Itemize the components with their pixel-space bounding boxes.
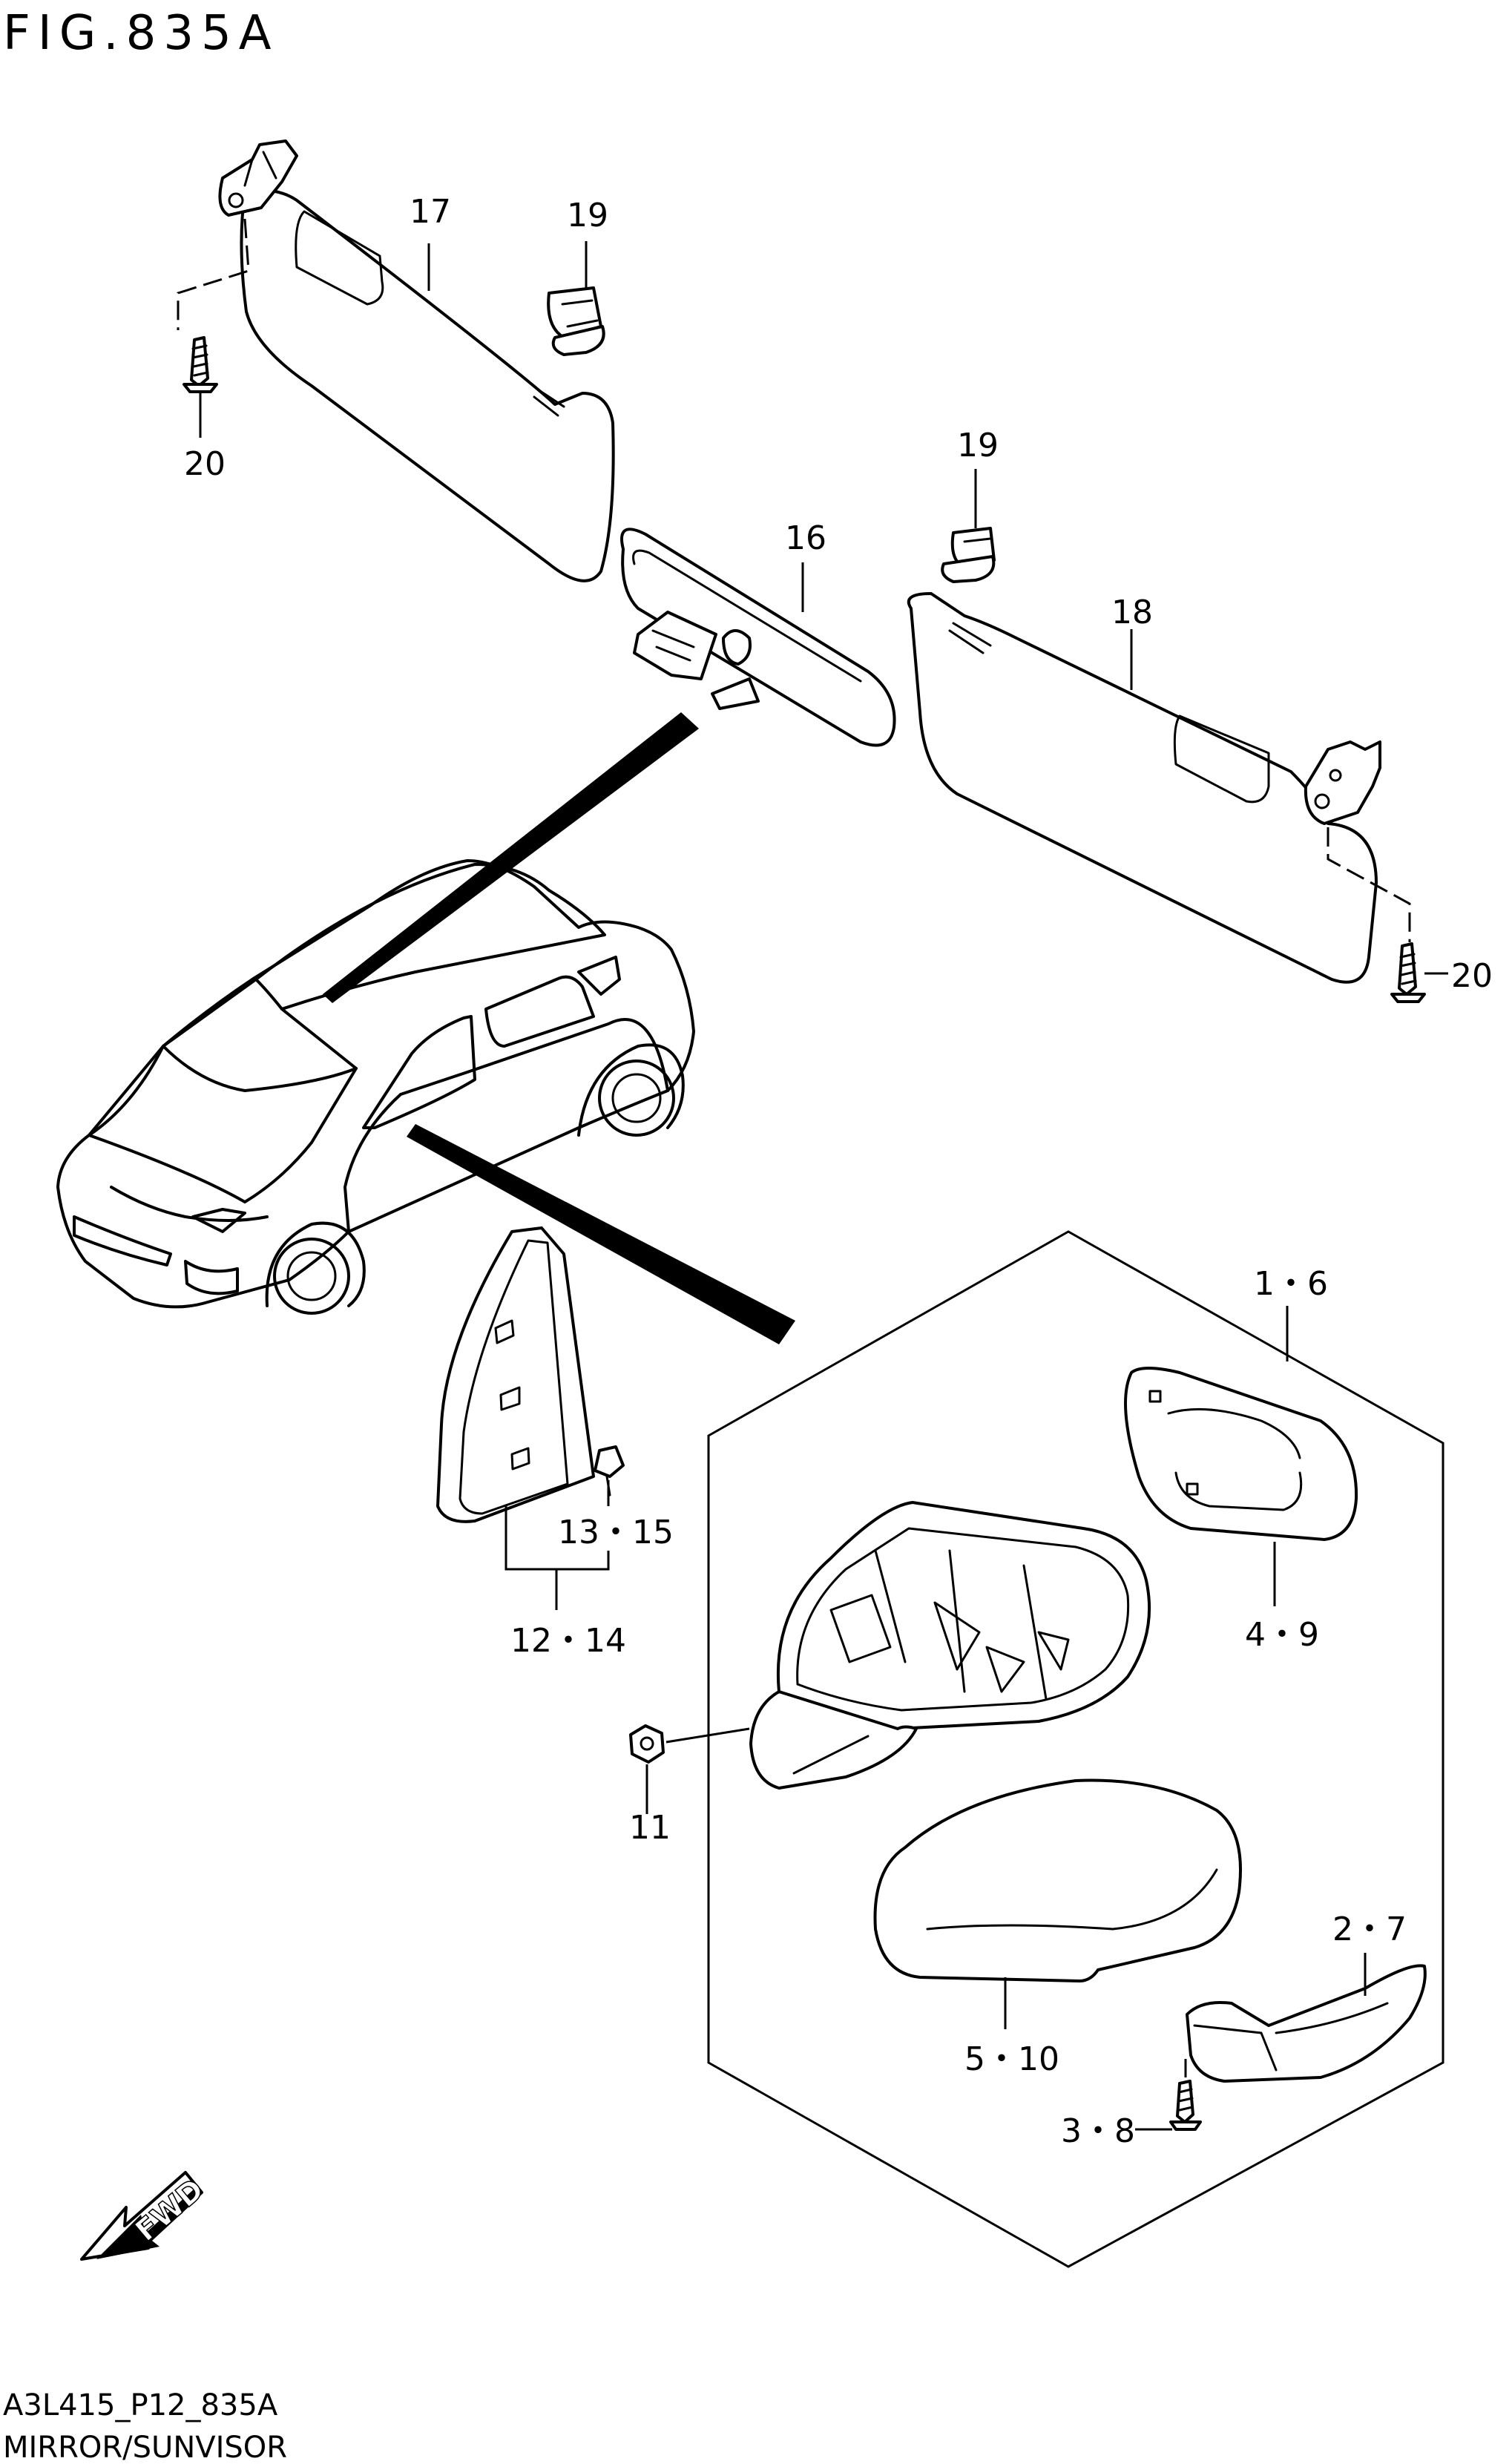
nut-11 (629, 1724, 665, 1764)
holder-clip-19-upper (547, 286, 605, 356)
mirror-housing (749, 1501, 1151, 1790)
figure-title: FIG.835A (3, 6, 279, 61)
screw-20-right (1390, 942, 1426, 1003)
sun-visor-left (218, 139, 615, 582)
holder-clip-19-lower (941, 527, 996, 583)
sun-visor-right (907, 592, 1381, 984)
leader-12-14 (504, 1506, 610, 1610)
pointer-to-rear-mirror (323, 712, 699, 1003)
callout-17: 17 (410, 193, 451, 231)
callout-19-upper: 19 (567, 197, 608, 234)
vehicle-outline (56, 859, 695, 1315)
callout-13-15: 13・15 (558, 1514, 674, 1551)
footer-caption: MIRROR/SUNVISOR (3, 2431, 287, 2464)
mirror-cover (873, 1778, 1242, 1982)
callout-11: 11 (629, 1809, 671, 1847)
turn-signal-lamp (1186, 1964, 1427, 2083)
door-mirror-assembly-frame (707, 1230, 1444, 2268)
mirror-glass (1124, 1367, 1358, 1541)
screw-20-left-guide (177, 218, 250, 330)
callout-3-8: 3・8 (1061, 2112, 1135, 2150)
callout-20-left: 20 (184, 445, 226, 483)
forward-direction-arrow: FWD (80, 2171, 211, 2261)
callout-18: 18 (1111, 594, 1153, 631)
screw-20-left (183, 336, 218, 393)
screw-20-right-guide (1327, 827, 1411, 942)
callout-4-9: 4・9 (1245, 1616, 1319, 1654)
rear-view-mirror (620, 528, 896, 747)
callout-5-10: 5・10 (964, 2040, 1059, 2078)
pointer-to-door-mirror (407, 1124, 795, 1344)
callout-1-6: 1・6 (1254, 1265, 1328, 1303)
leader-11-to-housing (665, 1727, 750, 1744)
callout-16: 16 (785, 519, 826, 557)
screw-3-8 (1169, 2080, 1202, 2131)
footer-code: A3L415_P12_835A (3, 2388, 278, 2422)
callout-2-7: 2・7 (1332, 1911, 1407, 1948)
callout-19-lower: 19 (957, 427, 999, 464)
mirror-garnish (436, 1226, 595, 1523)
callout-20-right: 20 (1451, 957, 1493, 995)
callout-12-14: 12・14 (510, 1622, 626, 1660)
